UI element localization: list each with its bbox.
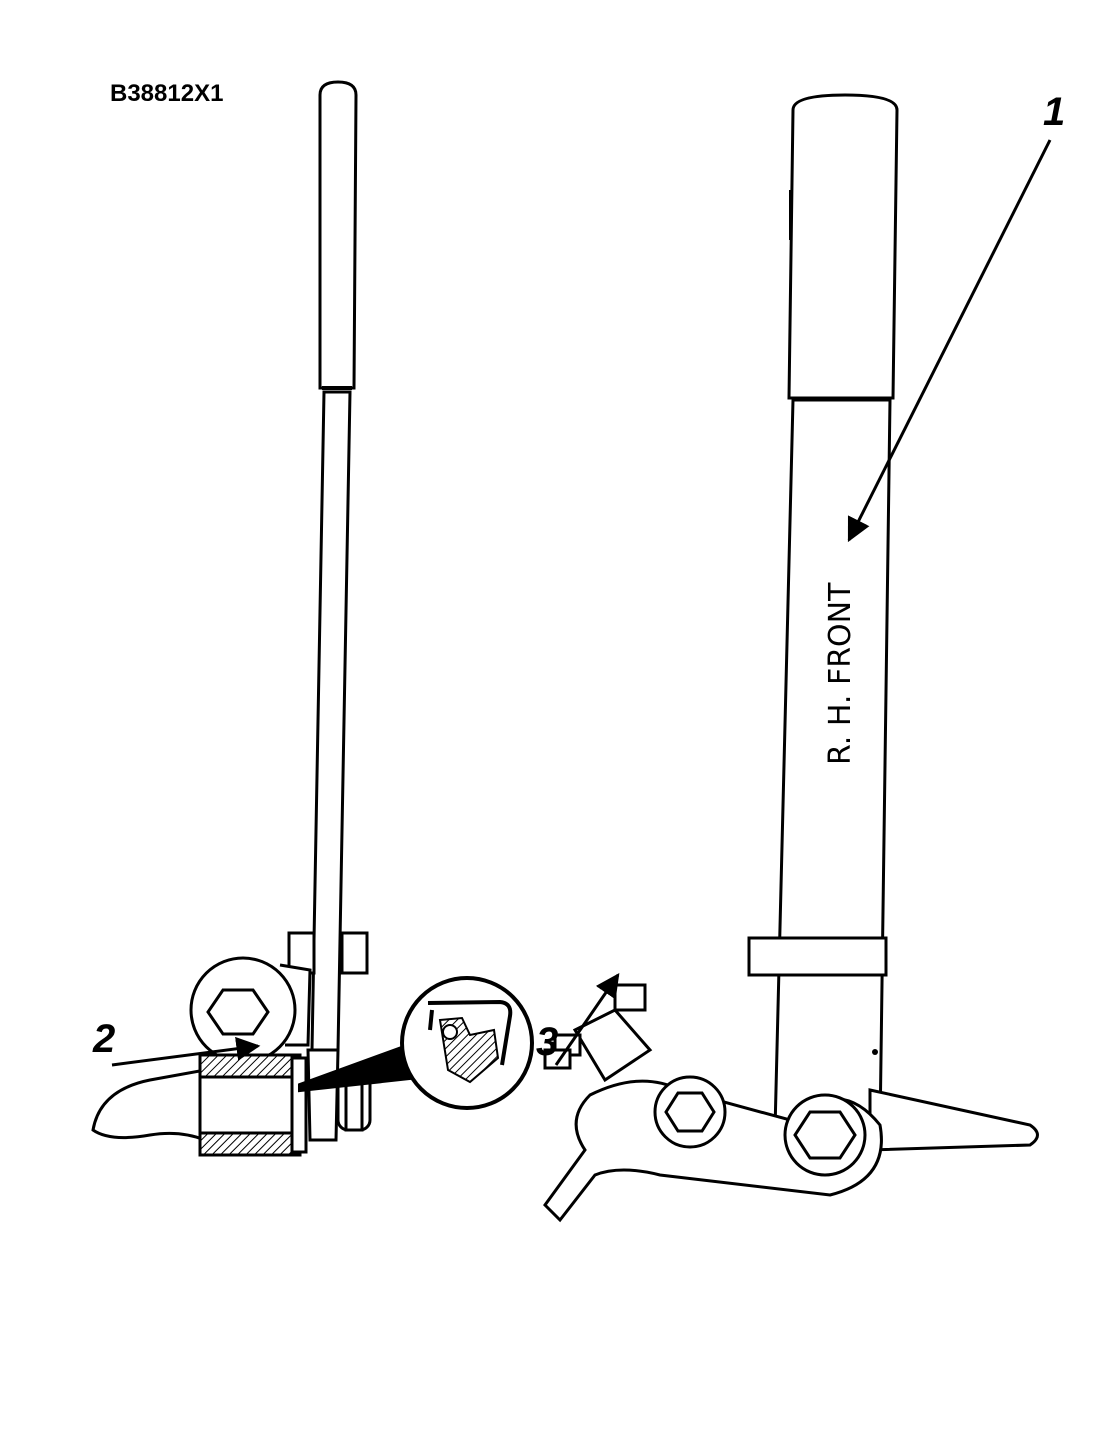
leader-3 bbox=[554, 973, 620, 1066]
bleed-screw bbox=[613, 983, 647, 1012]
callout-leaders bbox=[111, 139, 1052, 1067]
left-fork-tube bbox=[287, 80, 369, 1142]
figure-reference-id: B38812X1 bbox=[110, 80, 223, 107]
arm-hex-bolt bbox=[664, 1091, 716, 1133]
fork-tube-label: R. H. FRONT bbox=[823, 582, 858, 765]
callout-number-2: 2 bbox=[92, 1017, 115, 1061]
pivot-hex-bolt bbox=[793, 1110, 857, 1160]
hex-bolt-head bbox=[206, 988, 270, 1036]
seal-detail-magnifier bbox=[298, 976, 534, 1110]
brake-caliper-arm bbox=[543, 983, 1039, 1223]
leader-1 bbox=[847, 139, 1052, 543]
axle-bracket-left bbox=[189, 956, 312, 1064]
callout-number-1: 1 bbox=[1043, 90, 1065, 134]
callout-number-3: 3 bbox=[536, 1020, 558, 1064]
axle-seal-assembly bbox=[91, 1053, 372, 1157]
right-fork-tube bbox=[747, 93, 899, 1132]
leader-2 bbox=[111, 1036, 261, 1067]
